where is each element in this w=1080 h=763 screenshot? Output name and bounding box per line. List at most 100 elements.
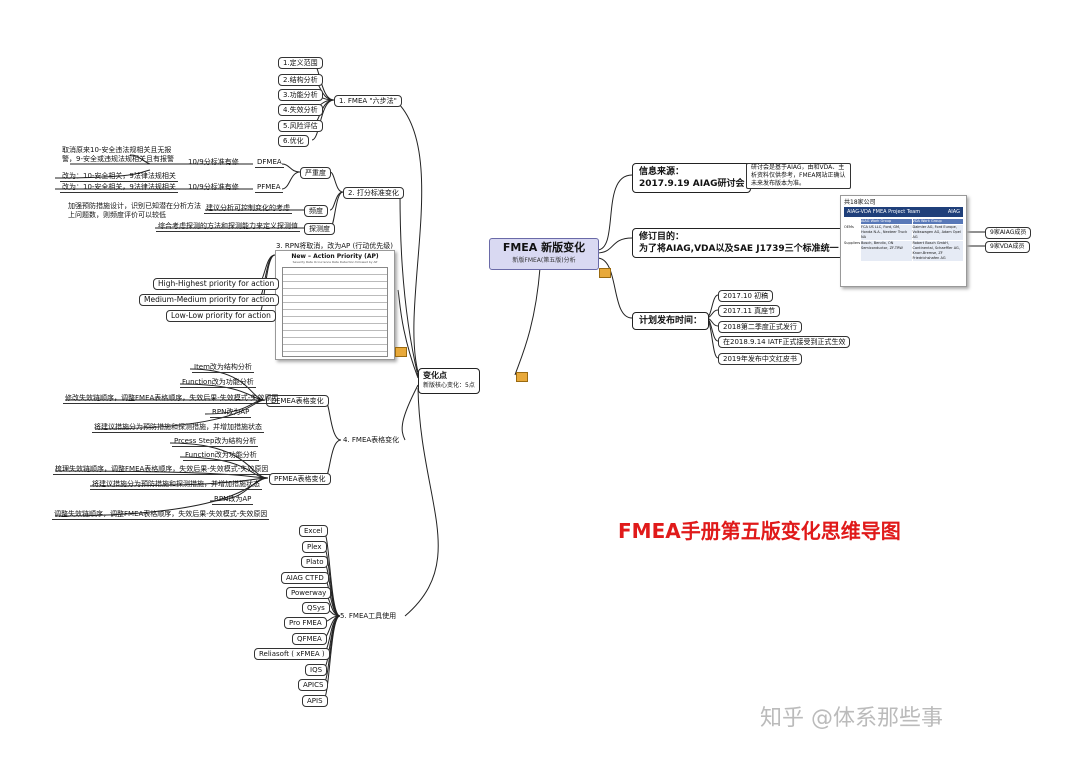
note-icon[interactable] (516, 372, 528, 382)
purpose-node[interactable]: 修订目的： 为了将AIAG,VDA以及SAE J1739三个标准统一 (632, 228, 846, 258)
change-points-node[interactable]: 变化点 新版核心变化：5点 (418, 368, 480, 394)
panel-cell (844, 219, 860, 224)
info-source-note[interactable]: 研讨会是基于AIAG，由和VDA、主 析资料仅供参考，FMEA网站正确认 未来发… (746, 163, 851, 189)
pfmea-form-node[interactable]: PFMEA表格变化 (269, 473, 331, 485)
info-note-line: 研讨会是基于AIAG，由和VDA、主 (751, 164, 845, 171)
info-source-label: 信息来源： (639, 167, 685, 177)
new-pfmea-rule: 改为：10-安全相关，9法律法规相关 (60, 183, 178, 193)
dfmea-form-node[interactable]: DFMEA表格变化 (266, 395, 329, 407)
pfmea-change-item: 调整失效链顺序，调整FMEA表格顺序，失效后果-失效模式-失效原因 (52, 510, 270, 520)
dfmea-change-item: Item改为结构分析 (192, 363, 254, 373)
occurrence-consider: 建议分析可控制变化的考虑 (204, 204, 292, 214)
pfmea-change-item: 梳理失效链顺序，调整FMEA表格顺序，失效后果-失效模式-失效原因 (53, 465, 271, 475)
aiag-logo: AIAG (947, 209, 960, 215)
step-item[interactable]: 5.风险评估 (278, 120, 323, 132)
central-topic-subtitle: 新版FMEA(第五版)分析 (512, 257, 576, 264)
panel-cell: Robert Bosch GmbH, Continental, Schaeffl… (912, 241, 963, 261)
ap-low[interactable]: Low-Low priority for action (166, 310, 276, 322)
change-points-title: 变化点 (423, 371, 447, 380)
occurrence-node[interactable]: 频度 (304, 205, 328, 217)
ap-table-grid (282, 267, 388, 357)
step-item[interactable]: 4.失效分析 (278, 104, 323, 116)
tool-item[interactable]: Powerway (286, 587, 332, 599)
step-item[interactable]: 6.优化 (278, 135, 309, 147)
vda-members[interactable]: 9家VDA成员 (985, 241, 1030, 253)
schedule-item[interactable]: 2018第二季度正式发行 (718, 321, 802, 333)
panel-cell: AIAG Work Group (861, 219, 912, 224)
branch-scoring[interactable]: 2. 打分标准变化 (343, 187, 404, 199)
old-dfmea-rule-1: 取消原来10-安全违法规相关且无报 (62, 146, 172, 154)
tool-item[interactable]: Plex (302, 541, 327, 553)
panel-cell: Bosch, Bendix, ON Semiconductor, ZF-TRW (861, 241, 912, 261)
tool-item[interactable]: APICS (298, 679, 329, 691)
panel-cell: Suppliers (844, 241, 861, 245)
schedule-item[interactable]: 2017.10 初稿 (718, 290, 774, 302)
info-note-line: 未来发布版本为准。 (751, 180, 806, 187)
pfmea-change-item: RPN改为AP (212, 495, 254, 505)
tool-item[interactable]: QSys (302, 602, 330, 614)
tool-item[interactable]: Pro FMEA (284, 617, 327, 629)
pfmea-change-item: Prcess Step改为结构分析 (172, 437, 259, 447)
pfmea-change-item: 将建议措施分为预防措施和探测措施，并增加措施状态 (90, 480, 262, 490)
ap-high[interactable]: High-Highest priority for action (153, 278, 280, 290)
panel-table: AIAG Work Group VDA Work Group OEMs FCA … (844, 219, 963, 261)
schedule-node[interactable]: 计划发布时间： (632, 312, 710, 330)
detection-node[interactable]: 探测度 (304, 223, 335, 235)
watermark: 知乎 @体系那些事 (760, 706, 943, 731)
info-source-value: 2017.9.19 AIAG研讨会 (639, 179, 745, 189)
purpose-label: 修订目的： (639, 232, 685, 242)
tool-item[interactable]: Excel (299, 525, 328, 537)
new-dfmea-rule: 改为：10-安全相关，9法律法规相关 (60, 172, 178, 182)
central-topic-title: FMEA 新版变化 (502, 241, 586, 254)
branch-six-steps[interactable]: 1. FMEA "六步法" (334, 95, 402, 107)
schedule-item[interactable]: 2019年发布中文红皮书 (718, 353, 802, 365)
panel-cell: OEMs (844, 225, 854, 229)
ap-table-image: New – Action Priority (AP) Severity Rate… (275, 250, 395, 360)
tool-item[interactable]: APIS (302, 695, 328, 707)
tool-item[interactable]: IQS (305, 664, 328, 676)
tool-item[interactable]: QFMEA (292, 633, 327, 645)
severity-node[interactable]: 严重度 (300, 167, 331, 179)
dfmea-change-item: Function改为功能分析 (180, 378, 256, 388)
note-icon[interactable] (599, 268, 611, 278)
occurrence-note-1: 加强预防措施设计，识别已知潜在分析方法 (68, 202, 201, 210)
tool-item[interactable]: Reliasoft ( xFMEA ) (254, 648, 330, 660)
dfmea-change-item: RPN改为AP (210, 408, 252, 418)
step-item[interactable]: 3.功能分析 (278, 89, 323, 101)
old-dfmea-rule-2: 警，9-安全或违规法规相关且有报警 (62, 155, 174, 163)
ap-table-subtitle: Severity Rate Occurrence Rate Detection … (292, 260, 378, 264)
note-icon[interactable] (395, 347, 407, 357)
tool-item[interactable]: AIAG CTFD (281, 572, 329, 584)
panel-cell: VDA Work Group (912, 219, 963, 224)
panel-cell: Daimler AG, Ford Europe, Volkswagen AG, … (912, 225, 963, 240)
step-item[interactable]: 2.结构分析 (278, 74, 323, 86)
pfmea-label[interactable]: PFMEA (255, 183, 283, 193)
severity-pfmea-note: 10/9分标准有修 (188, 183, 239, 191)
detection-note: 综合考虑探测的方法和探测能力来定义探测值 (156, 222, 300, 232)
branch-form-change[interactable]: 4. FMEA表格变化 (343, 436, 400, 444)
severity-dfmea-note: 10/9分标准有修 (188, 158, 239, 166)
occurrence-note-2: 上问题数，则频度评价可以较低 (68, 211, 166, 219)
info-source-node[interactable]: 信息来源： 2017.9.19 AIAG研讨会 (632, 163, 752, 193)
ap-medium[interactable]: Medium-Medium priority for action (139, 294, 280, 306)
branch-rpn-ap[interactable]: 3. RPN将取消，改为AP (行动优先级) (276, 242, 393, 250)
dfmea-change-item: 修改失效链顺序，调整FMEA表格顺序，失效后果-失效模式-失效原因 (63, 394, 281, 404)
panel-head: 共18家公司 (844, 199, 876, 206)
diagram-title: FMEA手册第五版变化思维导图 (618, 519, 901, 543)
pfmea-change-item: Function改为功能分析 (183, 451, 259, 461)
central-topic[interactable]: FMEA 新版变化 新版FMEA(第五版)分析 (489, 238, 599, 270)
panel-cell: FCA US LLC, Ford, GM, Honda N.A., Nextee… (861, 225, 912, 240)
purpose-value: 为了将AIAG,VDA以及SAE J1739三个标准统一 (639, 244, 839, 254)
aiag-members[interactable]: 9家AIAG成员 (985, 227, 1032, 239)
tool-item[interactable]: Plato (301, 556, 329, 568)
step-item[interactable]: 1.定义范围 (278, 57, 323, 69)
dfmea-change-item: 将建议措施分为预防措施和探测措施，并增加措施状态 (92, 423, 264, 433)
dfmea-label[interactable]: DFMEA (255, 158, 284, 168)
branch-tools[interactable]: 5. FMEA工具使用 (340, 612, 397, 620)
change-points-subtitle: 新版核心变化：5点 (423, 382, 475, 389)
schedule-item[interactable]: 2017.11 真座节 (718, 305, 781, 317)
schedule-item[interactable]: 在2018.9.14 IATF正式接受到正式生效 (718, 336, 851, 348)
